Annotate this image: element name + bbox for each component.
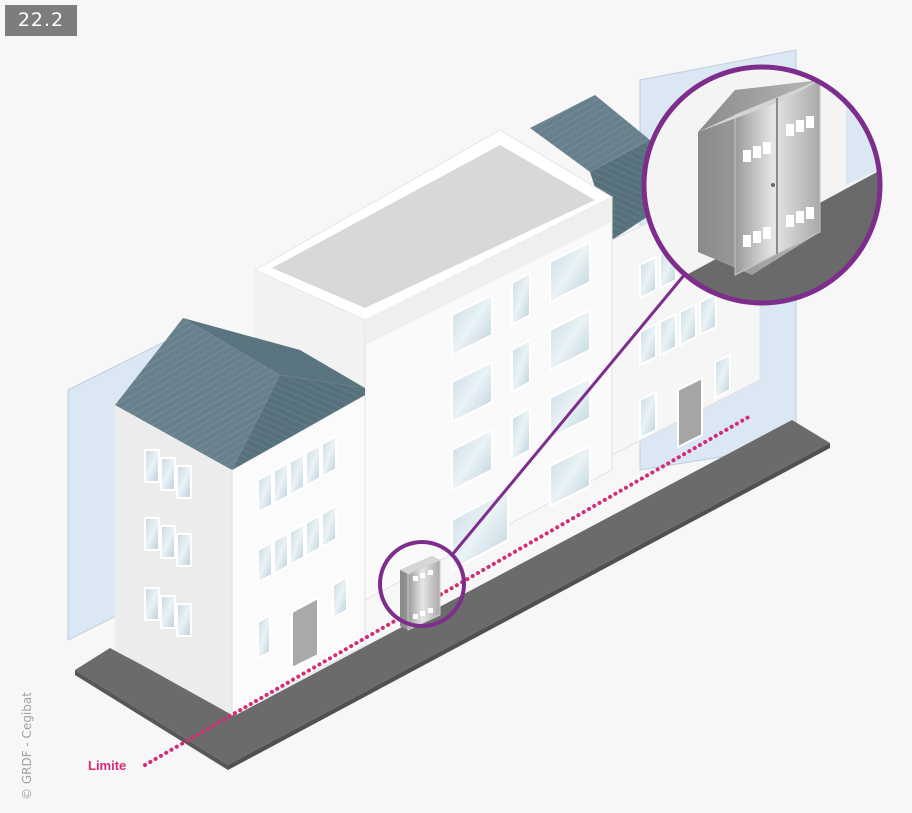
copyright-credit: © GRDF - Cegibat: [20, 692, 34, 800]
left-side-windows: [145, 450, 191, 636]
limit-label: Limite: [88, 758, 126, 773]
right-door: [678, 378, 702, 447]
